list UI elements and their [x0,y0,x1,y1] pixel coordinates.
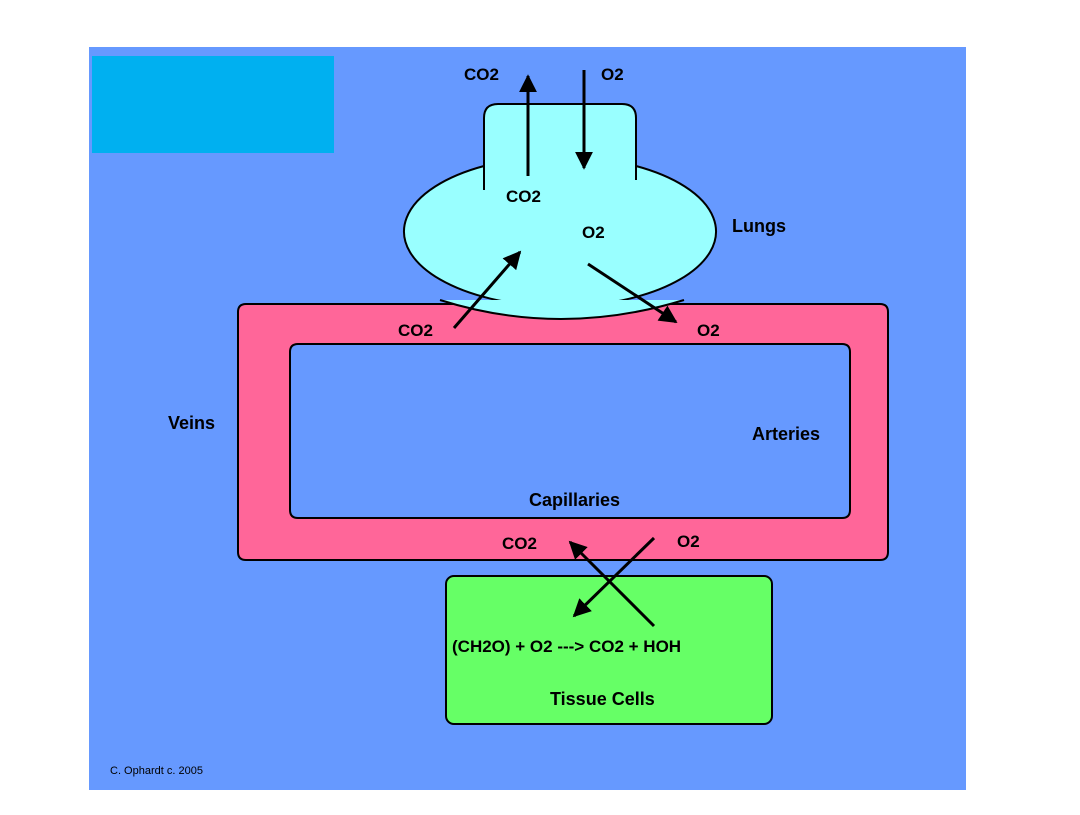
capillaries-label: Capillaries [529,490,620,510]
tissue-cells-label: Tissue Cells [550,689,655,709]
tissue-cells-box [445,575,773,725]
lungs-inner-co2-label: CO2 [506,187,541,206]
o2-to-blood-arrow [587,262,678,324]
credit-text: C. Ophardt c. 2005 [110,765,203,777]
arteries-label: Arteries [752,424,820,444]
vessel-loop [237,303,889,561]
vessel-top-o2-label: O2 [697,321,720,340]
vessel-bottom-o2-label: O2 [677,532,700,551]
header-box [92,56,334,153]
co2-to-blood-arrow [568,540,656,628]
vessel-bottom-co2-label: CO2 [502,534,537,553]
top-o2-label: O2 [601,65,624,84]
lungs-inner-o2-label: O2 [582,223,605,242]
lungs-label: Lungs [732,216,786,236]
top-co2-label: CO2 [464,65,499,84]
veins-label: Veins [168,413,215,433]
o2-to-tissue-arrow [572,536,656,618]
tissue-equation: (CH2O) + O2 ---> CO2 + HOH [452,637,681,656]
vessel-top-co2-label: CO2 [398,321,433,340]
lungs-body [403,103,717,308]
co2-to-lungs-arrow [452,250,522,329]
lungs [403,103,717,320]
